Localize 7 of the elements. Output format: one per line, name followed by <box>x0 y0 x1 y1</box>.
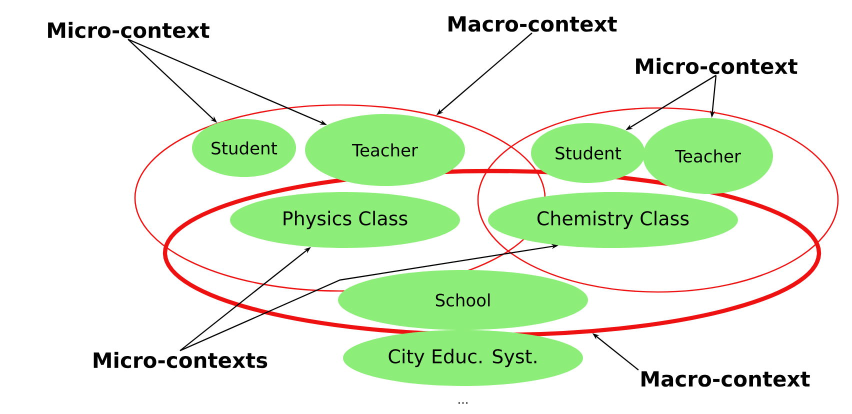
callout-label: Macro-context <box>448 16 617 32</box>
callout-label: Micro-contexts <box>94 352 268 368</box>
callout-label: Micro-context <box>48 22 210 38</box>
callout-label: Micro-context <box>636 58 798 74</box>
context-ellipse <box>477 107 839 293</box>
ellipsis-label: ... <box>458 402 468 404</box>
callout-label: Macro-context <box>642 371 810 387</box>
